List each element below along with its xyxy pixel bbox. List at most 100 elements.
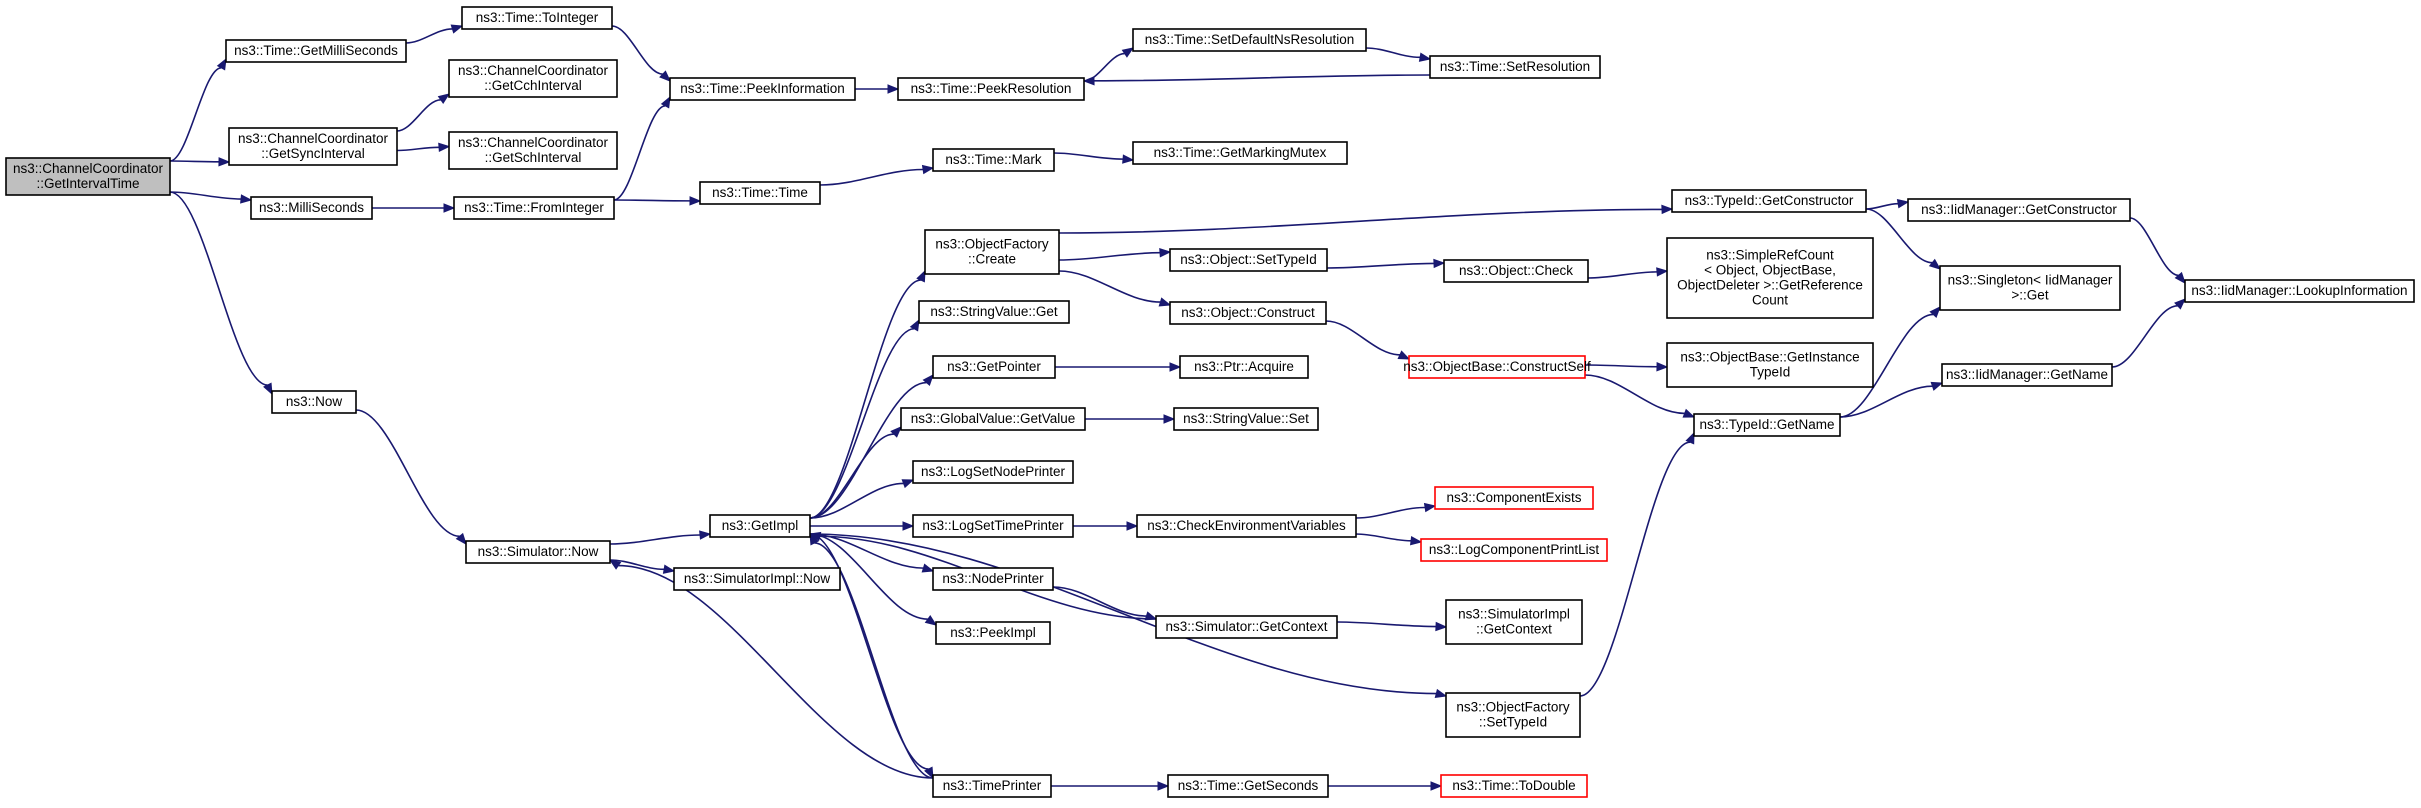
node-box <box>900 407 1086 431</box>
edge-objectFactoryCreate-to-objectConstruct <box>1058 270 1172 307</box>
node-getPointer[interactable]: ns3::GetPointer <box>932 355 1056 379</box>
node-label: ns3::Time::SetDefaultNsResolution <box>1145 32 1355 47</box>
node-logComponentPrintList[interactable]: ns3::LogComponentPrintList <box>1420 538 1608 562</box>
node-toDouble[interactable]: ns3::Time::ToDouble <box>1440 774 1588 798</box>
node-getSeconds[interactable]: ns3::Time::GetSeconds <box>1167 774 1329 798</box>
node-box <box>250 196 373 220</box>
edge-root-to-getSyncInterval <box>169 157 231 167</box>
node-label: TypeId <box>1750 365 1791 380</box>
node-label: ns3::Time::GetSeconds <box>1178 778 1319 793</box>
node-setTypeId[interactable]: ns3::Object::SetTypeId <box>1169 248 1328 272</box>
node-box <box>918 300 1070 324</box>
node-simpleRefCount[interactable]: ns3::SimpleRefCount< Object, ObjectBase,… <box>1666 237 1874 319</box>
node-label: ns3::SimpleRefCount <box>1706 248 1834 263</box>
edge-objectConstruct-to-constructSelf <box>1325 320 1411 360</box>
node-peekResolution[interactable]: ns3::Time::PeekResolution <box>897 77 1085 101</box>
node-label: ns3::LogSetNodePrinter <box>921 464 1066 479</box>
node-getMarkingMutex[interactable]: ns3::Time::GetMarkingMutex <box>1132 141 1348 165</box>
node-box <box>271 390 357 414</box>
node-box <box>228 127 398 166</box>
edge-objectFactorySetTypeId-to-typeIdGetName <box>1579 431 1695 697</box>
node-getCchInterval[interactable]: ns3::ChannelCoordinator::GetCchInterval <box>448 59 618 98</box>
edge-timePrinter-to-simulatorNow <box>608 559 934 779</box>
node-checkEnvVars[interactable]: ns3::CheckEnvironmentVariables <box>1136 514 1357 538</box>
node-globalValueGetValue[interactable]: ns3::GlobalValue::GetValue <box>900 407 1086 431</box>
node-box <box>1429 55 1601 79</box>
node-iidGetName[interactable]: ns3::IidManager::GetName <box>1941 363 2113 387</box>
node-label: ns3::ChannelCoordinator <box>458 63 609 78</box>
edge-getImpl-to-stringValueGet <box>809 318 920 519</box>
edge-getImpl-to-peekImpl <box>809 533 938 626</box>
node-singletonGet[interactable]: ns3::Singleton< IidManager>::Get <box>1939 265 2121 311</box>
node-getMilliSeconds[interactable]: ns3::Time::GetMilliSeconds <box>225 39 407 63</box>
node-objectFactorySetTypeId[interactable]: ns3::ObjectFactory::SetTypeId <box>1445 692 1581 738</box>
node-simulatorNow[interactable]: ns3::Simulator::Now <box>465 540 611 564</box>
edge-fromInteger-to-time <box>613 196 702 206</box>
node-typeIdGetName[interactable]: ns3::TypeId::GetName <box>1693 413 1841 437</box>
node-getConstructor[interactable]: ns3::TypeId::GetConstructor <box>1671 189 1867 213</box>
edge-timePrinter-to-getSeconds <box>1051 781 1170 791</box>
node-label: Count <box>1752 293 1788 308</box>
node-objectCheck[interactable]: ns3::Object::Check <box>1443 259 1589 283</box>
edge-getPointer-to-ptrAcquire <box>1055 362 1182 372</box>
node-toInteger[interactable]: ns3::Time::ToInteger <box>461 6 613 30</box>
edge-logSetTimePrinter-to-checkEnvVars <box>1073 521 1139 531</box>
edge-getImpl-to-logSetTimePrinter <box>810 521 915 531</box>
node-label: ns3::ChannelCoordinator <box>458 135 609 150</box>
node-label: ns3::Time::SetResolution <box>1440 59 1590 74</box>
node-box <box>912 514 1074 538</box>
node-label: ::GetSyncInterval <box>261 146 365 161</box>
node-label: ns3::Now <box>286 394 343 409</box>
node-peekInformation[interactable]: ns3::Time::PeekInformation <box>669 77 856 101</box>
node-label: ::Create <box>968 252 1016 267</box>
node-simulatorImplGetContext[interactable]: ns3::SimulatorImpl::GetContext <box>1445 599 1583 645</box>
node-constructSelf[interactable]: ns3::ObjectBase::ConstructSelf <box>1403 355 1591 379</box>
node-label: ns3::SimulatorImpl::Now <box>684 571 831 586</box>
node-box <box>669 77 856 101</box>
node-stringValueGet[interactable]: ns3::StringValue::Get <box>918 300 1070 324</box>
edge-getImpl-to-logSetNodePrinter <box>809 479 915 519</box>
node-setResolution[interactable]: ns3::Time::SetResolution <box>1429 55 1601 79</box>
edge-constructSelf-to-typeIdGetName <box>1584 374 1696 418</box>
node-time[interactable]: ns3::Time::Time <box>699 181 821 205</box>
node-iidGetConstructor[interactable]: ns3::IidManager::GetConstructor <box>1907 198 2131 222</box>
node-box <box>897 77 1085 101</box>
edge-typeIdGetName-to-iidGetName <box>1839 381 1944 418</box>
node-simulatorImplNow[interactable]: ns3::SimulatorImpl::Now <box>673 567 841 591</box>
node-box <box>448 59 618 98</box>
node-componentExists[interactable]: ns3::ComponentExists <box>1434 486 1594 510</box>
node-getImpl[interactable]: ns3::GetImpl <box>709 514 811 538</box>
nodes-layer: ns3::ChannelCoordinator::GetIntervalTime… <box>5 6 2415 798</box>
node-getSyncInterval[interactable]: ns3::ChannelCoordinator::GetSyncInterval <box>228 127 398 166</box>
edge-now-to-simulatorNow <box>355 409 467 546</box>
node-root[interactable]: ns3::ChannelCoordinator::GetIntervalTime <box>5 157 171 196</box>
node-lookupInformation[interactable]: ns3::IidManager::LookupInformation <box>2184 279 2415 303</box>
node-label: ns3::ObjectFactory <box>935 237 1049 252</box>
node-logSetTimePrinter[interactable]: ns3::LogSetTimePrinter <box>912 514 1074 538</box>
node-label: ::SetTypeId <box>1479 715 1547 730</box>
node-box <box>1420 538 1608 562</box>
node-simulatorGetContext[interactable]: ns3::Simulator::GetContext <box>1155 615 1338 639</box>
node-objectConstruct[interactable]: ns3::Object::Construct <box>1169 301 1327 325</box>
node-nodePrinter[interactable]: ns3::NodePrinter <box>932 567 1054 591</box>
node-label: ::GetContext <box>1476 622 1552 637</box>
node-label: ObjectDeleter >::GetReference <box>1677 278 1863 293</box>
edge-getConstructor-to-singletonGet <box>1865 208 1942 270</box>
node-now[interactable]: ns3::Now <box>271 390 357 414</box>
node-logSetNodePrinter[interactable]: ns3::LogSetNodePrinter <box>912 460 1074 484</box>
node-box <box>932 774 1052 798</box>
node-fromInteger[interactable]: ns3::Time::FromInteger <box>453 196 615 220</box>
node-peekImpl[interactable]: ns3::PeekImpl <box>935 621 1051 645</box>
node-setDefaultNsResolution[interactable]: ns3::Time::SetDefaultNsResolution <box>1132 28 1367 52</box>
node-mark[interactable]: ns3::Time::Mark <box>932 148 1055 172</box>
node-milliSeconds[interactable]: ns3::MilliSeconds <box>250 196 373 220</box>
node-getSchInterval[interactable]: ns3::ChannelCoordinator::GetSchInterval <box>448 131 618 170</box>
node-stringValueSet[interactable]: ns3::StringValue::Set <box>1173 407 1319 431</box>
node-objectFactoryCreate[interactable]: ns3::ObjectFactory::Create <box>924 229 1060 275</box>
edge-objectFactoryCreate-to-getConstructor <box>1058 204 1674 234</box>
node-timePrinter[interactable]: ns3::TimePrinter <box>932 774 1052 798</box>
node-ptrAcquire[interactable]: ns3::Ptr::Acquire <box>1179 355 1309 379</box>
node-label: ns3::Ptr::Acquire <box>1194 359 1294 374</box>
node-label: ::GetSchInterval <box>485 150 582 165</box>
